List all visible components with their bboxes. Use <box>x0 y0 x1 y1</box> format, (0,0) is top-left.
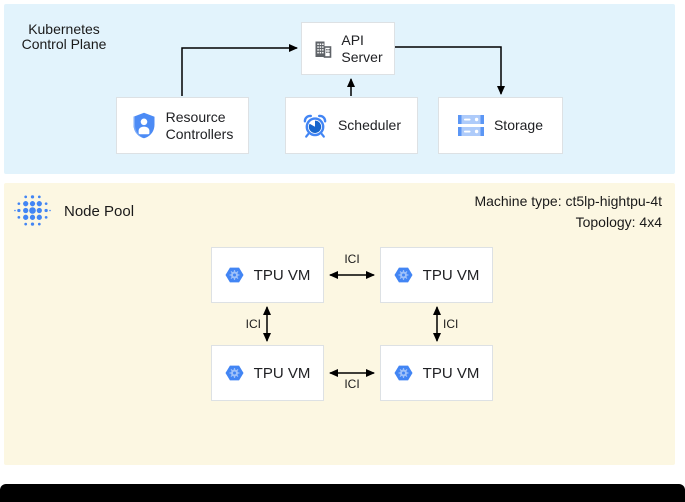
tpu-vm-label: TPU VM <box>422 364 480 382</box>
control-plane-title-line2: Control Plane <box>21 36 107 52</box>
ici-label-bottom: ICI <box>344 377 360 391</box>
ici-label-top: ICI <box>344 252 360 266</box>
resource-controllers-node: Resource Controllers <box>116 97 249 154</box>
gke-hexagon-icon <box>225 365 244 381</box>
scheduler-node: Scheduler <box>285 97 418 154</box>
tpu-vm-label: TPU VM <box>253 266 311 284</box>
gke-hexagon-icon <box>225 267 244 283</box>
topology-text: Topology: 4x4 <box>575 214 662 230</box>
machine-type-text: Machine type: ct5lp-hightpu-4t <box>474 193 662 209</box>
tpu-vm-label: TPU VM <box>422 266 480 284</box>
api-server-node: API Server <box>301 22 395 75</box>
gke-hexagon-icon <box>394 365 413 381</box>
resource-controllers-label-line2: Controllers <box>165 125 234 142</box>
tpu-vm-node-top-right: TPU VM <box>380 247 493 303</box>
tpu-vm-node-top-left: TPU VM <box>211 247 324 303</box>
node-pool-panel <box>4 183 675 465</box>
storage-label: Storage <box>493 117 544 133</box>
node-pool-dots-icon <box>14 195 51 226</box>
resource-controllers-label-line1: Resource <box>165 108 226 125</box>
storage-stack-icon <box>457 115 484 136</box>
ici-label-right: ICI <box>443 317 459 331</box>
shield-user-icon <box>133 112 155 139</box>
api-server-label: API Server <box>341 32 382 66</box>
bottom-window-bar <box>0 484 685 502</box>
control-plane-title-line1: Kubernetes <box>28 21 100 37</box>
machine-info: Machine type: ct5lp-hightpu-4t Topology:… <box>474 191 662 233</box>
ici-label-left: ICI <box>245 317 261 331</box>
building-icon <box>315 41 332 58</box>
tpu-vm-node-bottom-right: TPU VM <box>380 345 493 401</box>
alarm-clock-icon <box>303 114 327 138</box>
tpu-vm-node-bottom-left: TPU VM <box>211 345 324 401</box>
scheduler-label: Scheduler <box>337 117 402 133</box>
control-plane-title: Kubernetes Control Plane <box>8 22 120 52</box>
storage-node: Storage <box>438 97 563 154</box>
gke-hexagon-icon <box>394 267 413 283</box>
api-server-label-line2: Server <box>341 48 383 65</box>
tpu-vm-label: TPU VM <box>253 364 311 382</box>
api-server-label-line1: API <box>341 31 364 48</box>
node-pool-title: Node Pool <box>64 203 135 220</box>
resource-controllers-label: Resource Controllers <box>166 109 234 143</box>
